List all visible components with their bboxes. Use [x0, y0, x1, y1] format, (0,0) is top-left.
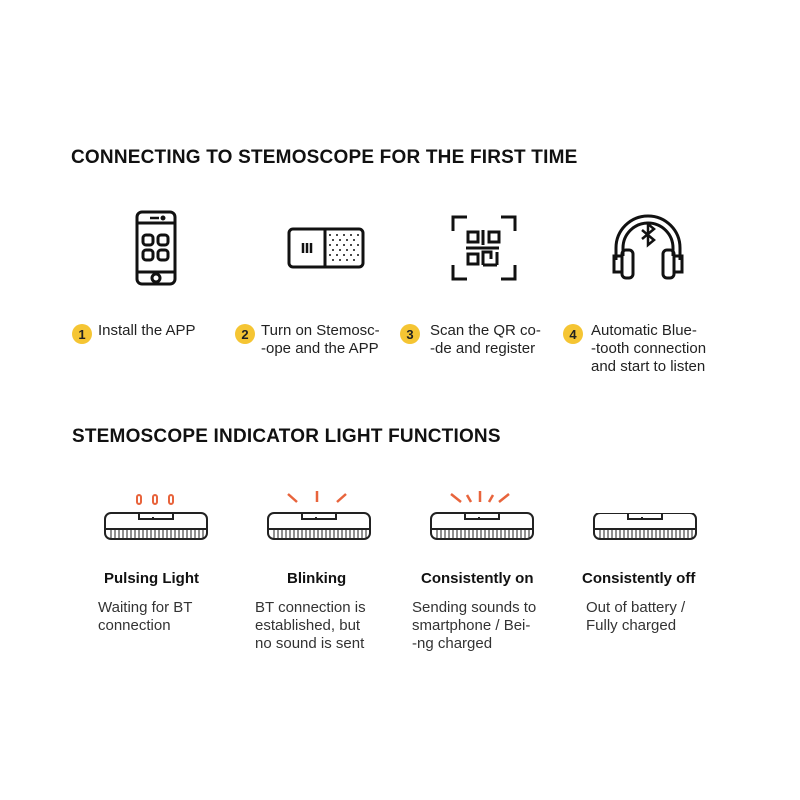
light-state-title: Blinking [287, 570, 347, 587]
light-state-description: Waiting for BT connection [98, 599, 193, 634]
blinking-light-icon [266, 489, 372, 542]
step-text: Scan the QR co- -de and register [430, 322, 541, 357]
step-1: 1 Install the APP [72, 322, 196, 344]
consistently-on-light-icon [429, 489, 535, 542]
light-state-title: Consistently off [582, 570, 696, 587]
step-number-badge: 2 [235, 324, 255, 344]
light-state-description: Out of battery / Fully charged [586, 599, 686, 634]
light-state-description: Sending sounds to smartphone / Bei- -ng … [412, 599, 537, 652]
stemoscope-device-icon [287, 227, 365, 269]
qr-scan-icon [451, 215, 517, 281]
bluetooth-headphones-icon [608, 212, 688, 282]
light-state-title: Consistently on [421, 570, 534, 587]
light-state-title: Pulsing Light [104, 570, 199, 587]
step-text: Install the APP [98, 322, 196, 339]
step-2: 2 Turn on Stemosc- -ope and the APP [235, 322, 380, 358]
step-number-badge: 4 [563, 324, 583, 344]
step-number-badge: 3 [400, 324, 420, 344]
step-number-badge: 1 [72, 324, 92, 344]
pulsing-light-icon [103, 492, 209, 542]
step-3: 3 Scan the QR co- -de and register [400, 322, 541, 358]
light-state-description: BT connection is established, but no sou… [255, 599, 366, 652]
step-text: Automatic Blue- -tooth connection and st… [591, 322, 707, 375]
step-text: Turn on Stemosc- -ope and the APP [261, 322, 380, 357]
consistently-off-light-icon [592, 513, 698, 542]
step-4: 4 Automatic Blue- -tooth connection and … [563, 322, 706, 376]
section-title-indicator: STEMOSCOPE INDICATOR LIGHT FUNCTIONS [72, 426, 501, 447]
section-title-connecting: CONNECTING TO STEMOSCOPE FOR THE FIRST T… [71, 147, 578, 168]
smartphone-apps-icon [135, 210, 177, 286]
